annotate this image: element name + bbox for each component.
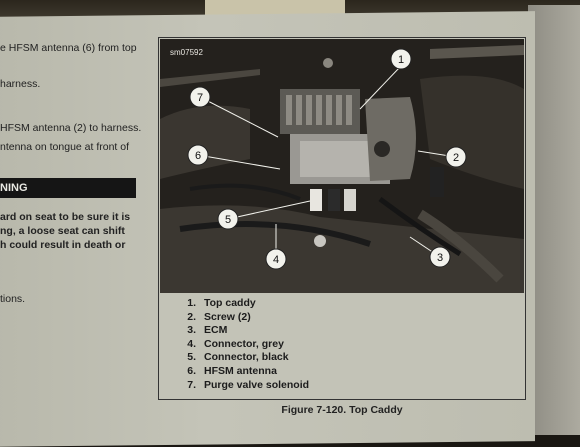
figure-code: sm07592 [170, 48, 203, 57]
legend-item: 3.ECM [187, 324, 228, 337]
figure-photo: sm07592 1 2 3 4 5 [160, 39, 524, 293]
warning-line-2: ng, a loose seat can shift [0, 225, 125, 237]
warning-line-3: h could result in death or [0, 239, 126, 251]
callout-7: 7 [189, 86, 211, 108]
legend-item: 1.Top caddy [187, 297, 256, 309]
legend-item: 2.Screw (2) [187, 310, 251, 323]
svg-text:3: 3 [437, 252, 443, 264]
callout-4: 4 [265, 248, 287, 270]
callout-6: 6 [187, 144, 209, 166]
svg-text:7: 7 [197, 92, 203, 104]
svg-text:5: 5 [225, 214, 231, 226]
legend-item: 4.Connector, grey [187, 337, 284, 350]
body-line-2: harness. [0, 78, 41, 90]
svg-text:4: 4 [273, 254, 279, 266]
callout-1: 1 [390, 48, 412, 70]
svg-text:2: 2 [453, 152, 459, 164]
legend-item: 5.Connector, black [187, 351, 289, 364]
svg-text:1: 1 [398, 54, 404, 66]
figure-caption: Figure 7-120. Top Caddy [281, 404, 403, 416]
warning-heading: NING [0, 182, 28, 194]
warning-heading-bar: NING [0, 178, 136, 198]
figure-legend: 1.Top caddy 2.Screw (2) 3.ECM 4.Connecto… [176, 297, 309, 392]
legend-item: 6.HFSM antenna [187, 364, 277, 377]
legend-item: 7.Purge valve solenoid [187, 378, 310, 391]
warning-line-1: ard on seat to be sure it is [0, 211, 131, 223]
body-line-footer: tions. [0, 293, 26, 305]
body-line-1: e HFSM antenna (6) from top [0, 42, 137, 54]
body-line-3: HFSM antenna (2) to harness. [0, 122, 142, 134]
callout-5: 5 [217, 208, 239, 230]
svg-text:6: 6 [195, 150, 201, 162]
body-line-4: ntenna on tongue at front of [0, 141, 130, 153]
callout-2: 2 [445, 146, 467, 168]
callout-3: 3 [429, 246, 451, 268]
engine-bay-illustration: sm07592 1 2 3 4 5 [160, 39, 524, 293]
facing-page-edge [528, 5, 580, 435]
